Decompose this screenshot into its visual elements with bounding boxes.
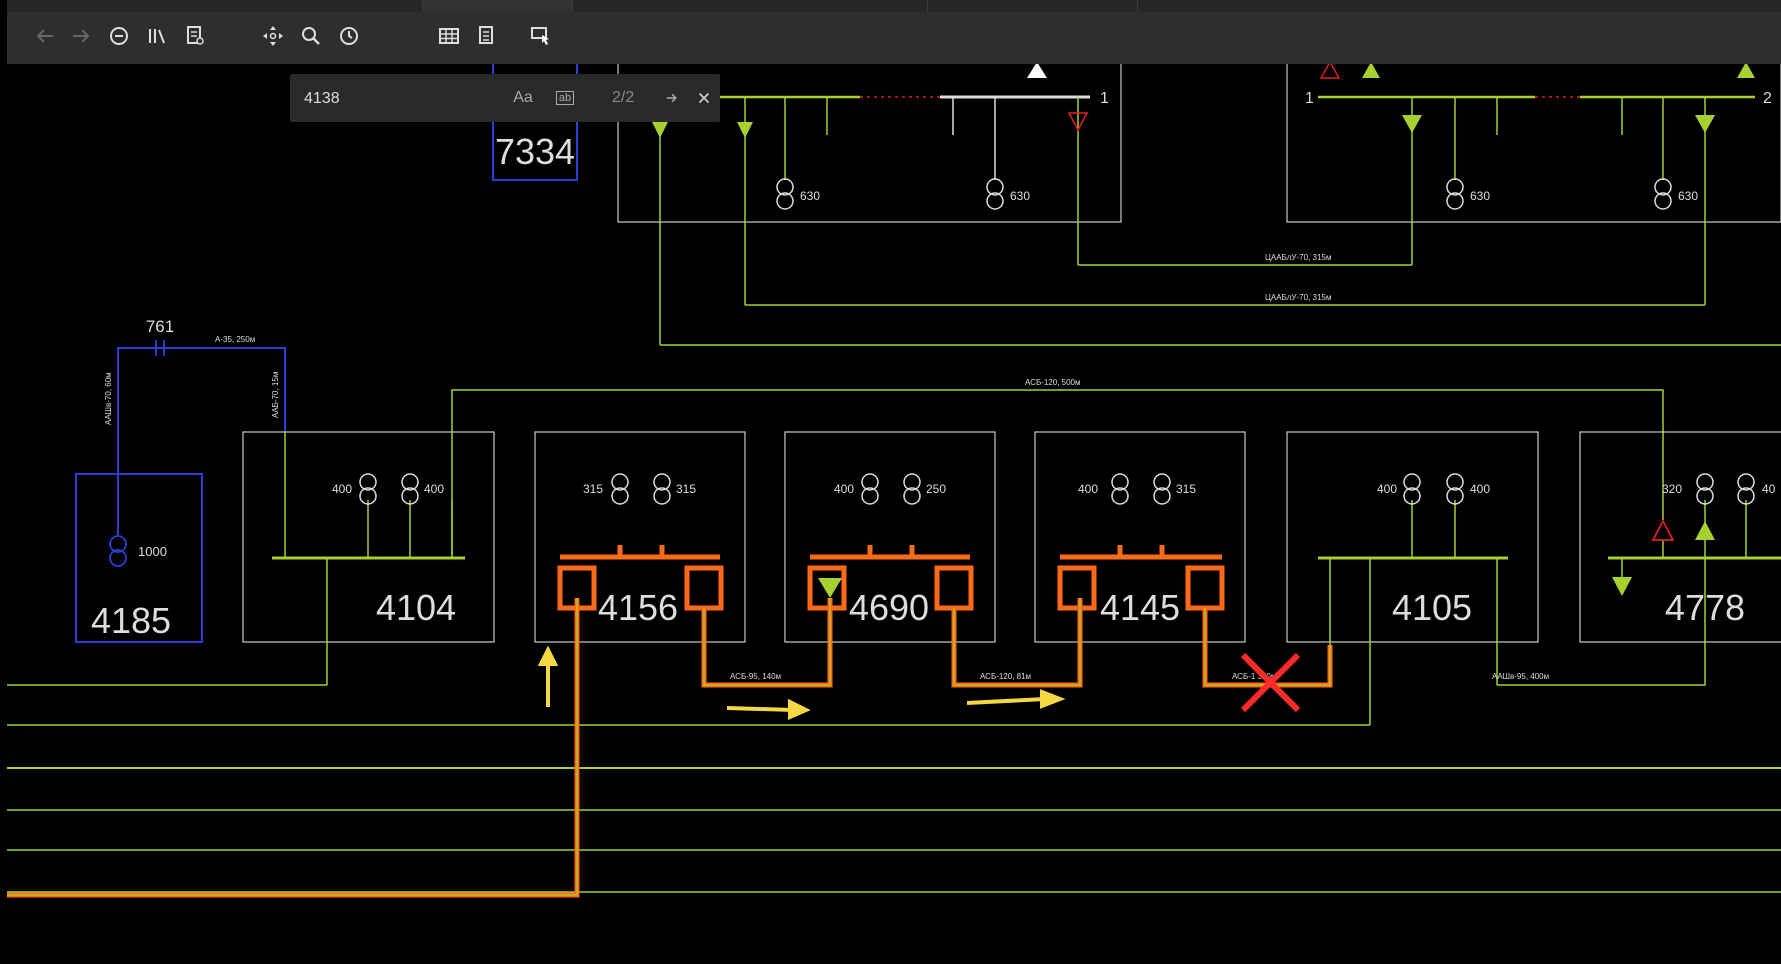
cable-label-c6: ААБ-70, 15м: [271, 372, 280, 418]
substation-7334-label: 7334: [495, 131, 575, 172]
substation-4690-box[interactable]: [784, 431, 996, 643]
next-match-button[interactable]: [658, 84, 686, 112]
substation-4156-label: 4156: [598, 587, 678, 628]
substation-4185-box[interactable]: [75, 473, 203, 643]
top-right-unit-box: [1286, 55, 1781, 223]
substation-4145-label: 4145: [1100, 587, 1180, 628]
forward-button[interactable]: [67, 22, 95, 50]
substation-4690-label: 4690: [849, 587, 929, 628]
node-761-label: 761: [146, 317, 174, 336]
substation-4156-t1: 315: [583, 482, 603, 496]
forward-arrow-icon: [73, 29, 90, 43]
substation-4778-label: 4778: [1665, 587, 1745, 628]
cable-label-c5: ААШв-70, 60м: [104, 372, 113, 425]
document-list-button[interactable]: [473, 22, 501, 50]
find-button[interactable]: [297, 22, 325, 50]
flow-arrows: [537, 645, 1066, 721]
tab[interactable]: [927, 0, 1138, 12]
substation-4778-box[interactable]: [1579, 431, 1781, 643]
substation-4104-t1: 400: [332, 482, 352, 496]
substation-4105-box[interactable]: [1286, 431, 1539, 643]
match-count: 2/2: [612, 89, 635, 106]
break-cross-icon: [1240, 652, 1301, 713]
substation-4690-t2: 250: [926, 482, 946, 496]
select-window-icon: [531, 27, 549, 45]
cable-label-c10: ААШв-95, 400м: [1492, 672, 1549, 681]
back-arrow-icon: [36, 29, 53, 43]
cable-label-c3: АСБ-120, 500м: [1025, 378, 1081, 387]
document-list-icon: [479, 26, 493, 44]
cable-label-c1: ЦААБлУ-70, 315м: [1265, 253, 1331, 262]
library-icon: [149, 29, 165, 44]
table-button[interactable]: [435, 22, 463, 50]
cable-label-c8: АСБ-120, 81м: [980, 672, 1031, 681]
substation-4778-t1: 320: [1662, 482, 1682, 496]
substation-4104-label: 4104: [376, 587, 456, 628]
tab-active[interactable]: [422, 0, 573, 12]
zoom-out-button[interactable]: [105, 22, 133, 50]
cable-label-c4: А-35, 250м: [215, 335, 255, 344]
document-settings-icon: [187, 26, 204, 45]
tab[interactable]: [1137, 0, 1781, 12]
find-bar: Aa ab 2/2: [290, 74, 720, 122]
close-find-button[interactable]: [690, 84, 718, 112]
substation-4104-box[interactable]: [242, 431, 495, 643]
select-button[interactable]: [527, 22, 555, 50]
substation-4104-t2: 400: [424, 482, 444, 496]
arrow-right-icon: [666, 93, 677, 103]
cable-label-c2: ЦААБлУ-70, 315м: [1265, 293, 1331, 302]
cable-label-c7: АСБ-95, 140м: [730, 672, 781, 681]
history-button[interactable]: [335, 22, 363, 50]
substation-4145-t1: 400: [1078, 482, 1098, 496]
bus-start-label: 1: [1305, 90, 1314, 107]
whole-word-label: ab: [555, 91, 575, 105]
library-button[interactable]: [143, 22, 171, 50]
search-icon: [302, 27, 320, 45]
bus-end-label: 1: [1100, 90, 1109, 107]
top-right-t1-rating: 630: [1470, 189, 1490, 203]
top-left-t2-rating: 630: [1010, 189, 1030, 203]
back-button[interactable]: [31, 22, 59, 50]
pan-button[interactable]: [259, 22, 287, 50]
report-button[interactable]: [181, 22, 209, 50]
match-case-button[interactable]: Aa: [508, 84, 538, 112]
substation-4185-label: 4185: [91, 600, 171, 641]
substation-4185-rating: 1000: [138, 544, 167, 559]
move-icon: [263, 26, 283, 46]
search-input[interactable]: [302, 84, 486, 114]
match-case-label: Aa: [513, 89, 533, 106]
substation-4145-t2: 315: [1176, 482, 1196, 496]
substation-4690-t1: 400: [834, 482, 854, 496]
substation-4105-t1: 400: [1377, 482, 1397, 496]
table-icon: [439, 28, 459, 44]
close-icon: [698, 92, 710, 104]
whole-word-button[interactable]: ab: [550, 84, 580, 112]
tab[interactable]: [572, 0, 928, 12]
toolbar: [7, 0, 1781, 64]
top-left-t1-rating: 630: [800, 189, 820, 203]
tab-strip: [7, 0, 1781, 12]
top-right-t2-rating: 630: [1678, 189, 1698, 203]
substation-4156-box[interactable]: [534, 431, 746, 643]
substation-4105-t2: 400: [1470, 482, 1490, 496]
substation-4145-box[interactable]: [1034, 431, 1246, 643]
minus-circle-icon: [110, 27, 128, 45]
substation-4778-t2: 40: [1762, 482, 1776, 496]
substation-4105-label: 4105: [1392, 587, 1472, 628]
cable-label-c9: АСБ-1 300м: [1232, 672, 1276, 681]
substation-4156-t2: 315: [676, 482, 696, 496]
clock-icon: [340, 27, 358, 45]
bus-end-label-2: 2: [1763, 90, 1772, 107]
